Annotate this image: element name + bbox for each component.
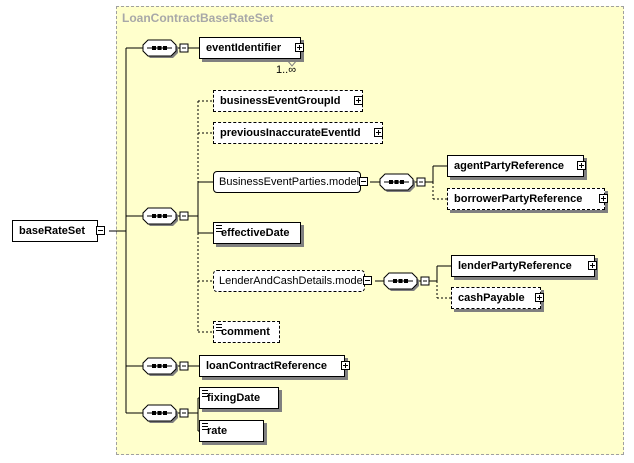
business-event-parties-model-node[interactable]: BusinessEventParties.model	[213, 171, 361, 193]
expand-icon[interactable]	[577, 161, 586, 170]
loan-contract-reference-label: loanContractReference	[206, 360, 328, 372]
cash-payable-label: cashPayable	[458, 292, 525, 304]
expand-icon[interactable]	[599, 194, 608, 203]
loan-contract-base-rate-set-group	[116, 6, 624, 455]
sequence-compositor-reference[interactable]	[142, 357, 189, 376]
borrower-party-reference-node[interactable]: borrowerPartyReference	[447, 188, 605, 210]
simple-content-icon	[202, 423, 208, 430]
event-identifier-label: eventIdentifier	[206, 42, 282, 54]
fixing-date-node[interactable]: fixingDate	[199, 387, 279, 409]
effective-date-label: effectiveDate	[221, 227, 290, 239]
business-event-group-id-node[interactable]: businessEventGroupId	[213, 90, 363, 112]
effective-date-node[interactable]: effectiveDate	[213, 222, 301, 244]
loan-contract-reference-node[interactable]: loanContractReference	[199, 355, 345, 377]
rate-node[interactable]: rate	[199, 420, 264, 442]
base-rate-set-label: baseRateSet	[19, 225, 86, 237]
lender-and-cash-details-model-label: LenderAndCashDetails.model	[219, 275, 366, 287]
collapse-icon[interactable]	[363, 276, 372, 285]
business-event-parties-model-label: BusinessEventParties.model	[219, 176, 360, 188]
expand-icon[interactable]	[295, 43, 304, 52]
fixing-date-label: fixingDate	[207, 392, 261, 404]
simple-content-icon	[202, 390, 208, 397]
expand-icon[interactable]	[374, 128, 383, 137]
base-rate-set-node[interactable]: baseRateSet	[12, 220, 98, 242]
expand-icon[interactable]	[354, 96, 363, 105]
expand-icon[interactable]	[535, 293, 544, 302]
sequence-compositor-fixing[interactable]	[142, 404, 189, 423]
expand-icon[interactable]	[341, 361, 350, 370]
event-identifier-multiplicity: 1..∞	[276, 64, 297, 76]
borrower-party-reference-label: borrowerPartyReference	[454, 193, 583, 205]
collapse-icon[interactable]	[359, 177, 368, 186]
agent-party-reference-node[interactable]: agentPartyReference	[447, 155, 584, 177]
expand-icon[interactable]	[588, 261, 597, 270]
lender-party-reference-label: lenderPartyReference	[458, 260, 572, 272]
collapse-icon[interactable]	[96, 226, 105, 235]
comment-node[interactable]: comment	[213, 321, 280, 343]
sequence-compositor-event[interactable]	[142, 39, 189, 58]
simple-content-icon	[216, 225, 222, 232]
lender-and-cash-details-model-node[interactable]: LenderAndCashDetails.model	[213, 270, 365, 292]
agent-party-reference-label: agentPartyReference	[454, 160, 565, 172]
group-title: LoanContractBaseRateSet	[122, 11, 274, 25]
business-event-group-id-label: businessEventGroupId	[220, 95, 341, 107]
comment-label: comment	[221, 326, 270, 338]
previous-inaccurate-event-id-label: previousInaccurateEventId	[220, 127, 361, 139]
event-identifier-node[interactable]: eventIdentifier	[199, 37, 301, 59]
previous-inaccurate-event-id-node[interactable]: previousInaccurateEventId	[213, 122, 383, 144]
sequence-compositor-parties[interactable]	[379, 173, 426, 192]
simple-content-icon	[216, 324, 222, 331]
cash-payable-node[interactable]: cashPayable	[451, 287, 541, 309]
lender-party-reference-node[interactable]: lenderPartyReference	[451, 255, 595, 277]
sequence-compositor-lender[interactable]	[383, 272, 430, 291]
sequence-compositor-main[interactable]	[142, 207, 189, 226]
rate-label: rate	[207, 425, 228, 437]
